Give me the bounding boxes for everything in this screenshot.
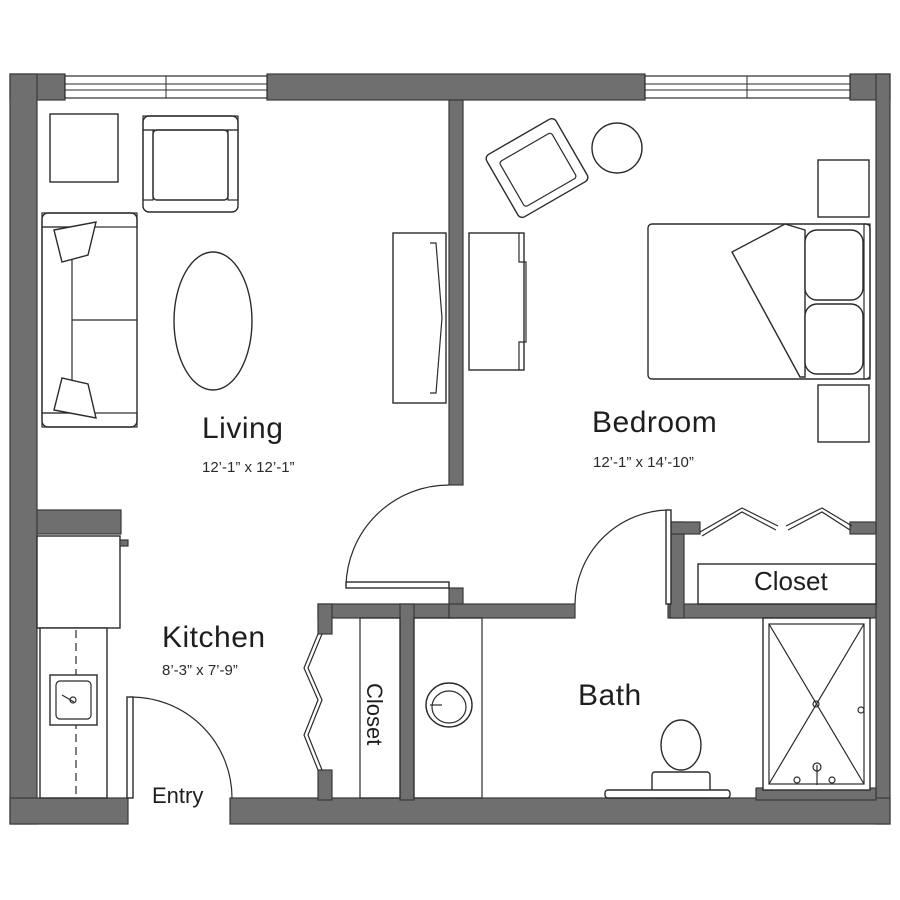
dresser (468, 232, 527, 371)
toilet (651, 719, 711, 799)
accent-chair (485, 117, 589, 219)
living-bedroom-wall (448, 99, 464, 486)
kitchen-dimensions: 8’-3” x 7’-9” (162, 662, 238, 679)
sofa (41, 212, 138, 428)
bedroom-closet-left-wall (669, 521, 685, 619)
bath-name: Bath (578, 679, 642, 712)
window-bedroom (644, 75, 851, 99)
living-room-name: Living (202, 412, 283, 445)
living-kitchen-wall (36, 509, 122, 535)
end-table (49, 113, 119, 183)
hall-closet-shelf (359, 617, 401, 799)
labels: Living 12’-1” x 12’-1” Bedroom 12’-1” x … (152, 406, 877, 808)
hall-closet-left-wall-bottom (317, 769, 333, 801)
refrigerator-handle (119, 539, 129, 547)
kitchen-sink (49, 674, 98, 726)
closet-bath-wall (399, 603, 415, 801)
shower (762, 617, 871, 791)
bottom-wall-right (229, 797, 891, 825)
nightstand-top (817, 159, 870, 218)
living-door[interactable] (345, 484, 450, 589)
left-wall (9, 73, 38, 825)
hall-wall-stub (448, 587, 464, 607)
refrigerator (36, 535, 121, 629)
bottom-wall-left (9, 797, 129, 825)
hall-closet-left-wall-top (317, 603, 333, 635)
bath-top-wall-right (667, 603, 877, 619)
bedroom-closet-top-wall-right (849, 521, 877, 535)
right-wall (875, 73, 891, 825)
bedroom-dimensions: 12’-1” x 14’-10” (593, 454, 694, 471)
kitchen-name: Kitchen (162, 621, 266, 654)
armchair (142, 115, 239, 213)
living-furniture (41, 113, 447, 428)
doors (126, 484, 853, 799)
tv-console (392, 232, 447, 404)
hall-closet-bifold-door[interactable] (303, 633, 323, 771)
towel-bar (604, 789, 731, 799)
bedroom-closet-bifold-door[interactable] (699, 507, 853, 537)
side-table (591, 122, 643, 174)
shower-valve (793, 762, 836, 785)
entry-label: Entry (152, 783, 203, 808)
vanity-counter (413, 617, 483, 799)
bedroom-closet-box (697, 563, 877, 605)
nightstand-bottom (817, 384, 870, 443)
walls (9, 73, 891, 825)
living-room-dimensions: 12’-1” x 12’-1” (202, 459, 295, 476)
bath-top-wall (448, 603, 576, 619)
bedroom-name: Bedroom (592, 406, 717, 439)
bedroom-closet-label: Closet (754, 566, 828, 596)
bath-fixtures (359, 617, 871, 799)
kitchen-fixtures (36, 535, 129, 799)
hall-closet-label: Closet (362, 683, 387, 745)
bed (647, 223, 871, 380)
hall-closet-top-wall (317, 603, 450, 619)
bedroom-furniture (468, 117, 871, 443)
window-living (64, 75, 268, 99)
bedroom-closet-top-wall-left (669, 521, 701, 535)
entry-door[interactable] (126, 696, 233, 799)
top-wall-mid (266, 73, 646, 101)
bath-door[interactable] (574, 509, 672, 605)
coffee-table (173, 251, 253, 391)
bath-sink (425, 682, 473, 728)
